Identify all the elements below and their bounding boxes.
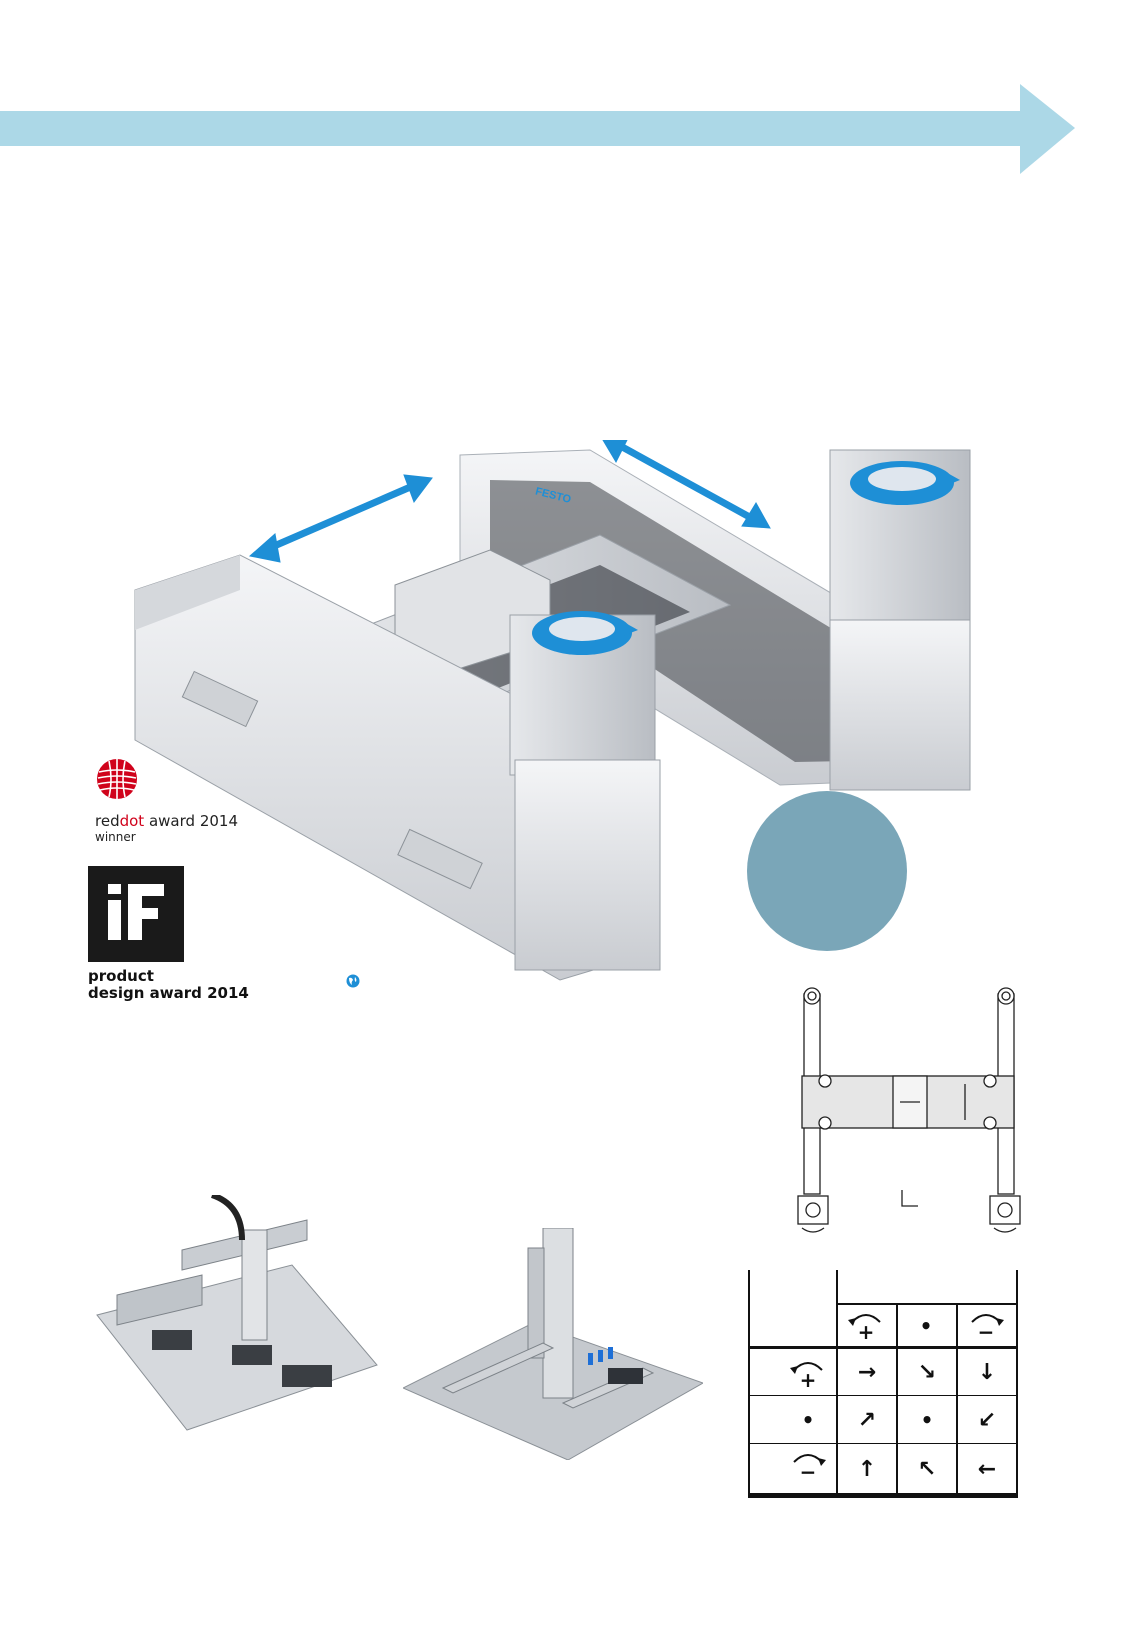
- row-header-plus-rotation: +: [788, 1356, 828, 1396]
- motor-left: [797, 1195, 829, 1225]
- mounting-bracket-left: [181, 670, 259, 728]
- product-image-h-gantry: FESTO: [134, 440, 971, 981]
- axis-indicator: [901, 1190, 918, 1207]
- reddot-award-winner: winner: [95, 830, 136, 844]
- rotation-arrow-rear-motor: [850, 461, 960, 505]
- if-award: product design award 2014: [88, 866, 249, 1002]
- reddot-award-label: award 2014: [148, 812, 238, 830]
- application-image-gantry: [96, 1195, 378, 1431]
- cell-r1-c3: ↓: [977, 1360, 997, 1385]
- cell-r2-c1: ↗: [857, 1407, 877, 1433]
- rear-drive-block: [829, 619, 971, 791]
- motion-arrow-right-axis: [602, 440, 771, 529]
- header-arrow: [0, 84, 1075, 174]
- pulley-top-right: [997, 987, 1015, 1005]
- globe-icon[interactable]: [346, 974, 360, 988]
- reddot-red: red: [95, 812, 120, 830]
- reddot-dot: dot: [119, 812, 145, 830]
- row-header-minus-rotation: −: [788, 1448, 828, 1488]
- header-arrow-head: [1020, 84, 1075, 174]
- reddot-logo-icon: [97, 759, 137, 799]
- cell-r3-c2: ↖: [917, 1456, 937, 1482]
- cell-r1-c1: →: [857, 1360, 877, 1385]
- front-drive-block: [514, 759, 661, 971]
- rotate-left-icon: [848, 1314, 881, 1326]
- front-rail-end-cap: [135, 555, 240, 630]
- cell-r2-c3: ↙: [977, 1407, 997, 1433]
- header-minus-rotation: −: [966, 1308, 1006, 1348]
- rotate-right-icon: [971, 1314, 1004, 1326]
- header-stop: •: [919, 1314, 933, 1338]
- header-plus-rotation: +: [846, 1308, 886, 1348]
- minus-sign: −: [977, 1320, 995, 1344]
- mounting-bracket-right: [397, 828, 483, 890]
- cell-r3-c3: ←: [977, 1456, 997, 1482]
- rotation-arrow-front-motor: [532, 611, 638, 655]
- motor-right: [989, 1195, 1021, 1225]
- h-gantry-schematic: [797, 987, 1021, 1233]
- reddot-award: reddot award 2014 winner: [95, 758, 238, 844]
- motion-table: + • − + • − → ↘ ↓ ↗ • ↙ ↑ ↖ ←: [748, 1270, 1018, 1498]
- pulley-top-left: [803, 987, 821, 1005]
- cell-r1-c2: ↘: [917, 1360, 937, 1385]
- accent-circle: [747, 791, 907, 951]
- reddot-award-title: reddot award 2014: [95, 813, 238, 830]
- motion-arrow-left-axis: [248, 474, 433, 563]
- if-award-line2: design award 2014: [88, 984, 249, 1002]
- cell-r3-c1: ↑: [857, 1456, 877, 1482]
- application-image-table: [403, 1228, 703, 1460]
- if-award-line1: product: [88, 967, 154, 985]
- if-logo-icon: [88, 866, 184, 962]
- plus-sign: +: [857, 1320, 875, 1344]
- header-arrow-shaft: [0, 111, 1025, 146]
- cell-r2-c2: •: [920, 1408, 934, 1432]
- row-header-stop: •: [801, 1408, 815, 1432]
